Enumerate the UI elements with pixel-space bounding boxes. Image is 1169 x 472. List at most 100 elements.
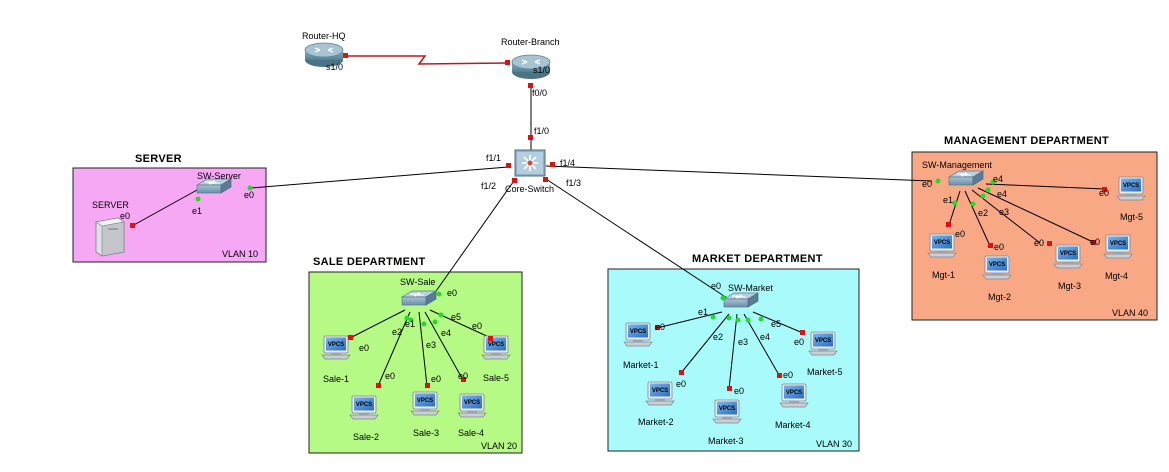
port-label: e5 [771, 319, 781, 329]
port-label: f0/0 [532, 88, 547, 98]
port-label: e0 [676, 379, 686, 389]
port-label: e0 [922, 179, 932, 189]
vlan-label-management: VLAN 40 [1112, 308, 1148, 318]
port-label: e4 [441, 328, 451, 338]
port-label: e0 [955, 229, 965, 239]
zone-title-sale: SALE DEPARTMENT [313, 256, 425, 268]
pc-market-5-label: Market-5 [807, 367, 843, 377]
pc-market-5[interactable]: VPCS [808, 331, 838, 356]
pc-sale-1-label: Sale-1 [323, 374, 349, 384]
core-switch-label: Core-Switch [505, 184, 554, 194]
pc-sale-2[interactable]: VPCS [349, 395, 379, 420]
pc-mgt-4-label: Mgt-4 [1105, 271, 1128, 281]
pc-mgt-4[interactable]: VPCS [1103, 234, 1133, 259]
port-label: s1/0 [533, 65, 550, 75]
pc-sale-1[interactable]: VPCS [321, 335, 351, 360]
vpcs-badge: VPCS [786, 390, 802, 396]
pc-mgt-3[interactable]: VPCS [1053, 244, 1083, 269]
vpcs-badge: VPCS [1123, 183, 1139, 189]
router-branch-label: Router-Branch [501, 37, 560, 47]
sw-management-label: SW-Management [922, 160, 992, 170]
server-label: SERVER [92, 200, 129, 210]
pc-market-4[interactable]: VPCS [779, 383, 809, 408]
port-label: e2 [392, 327, 402, 337]
core-switch[interactable] [514, 149, 546, 177]
port-label: e3 [426, 340, 436, 350]
pc-sale-4-label: Sale-4 [458, 428, 484, 438]
pc-mgt-5[interactable]: VPCS [1116, 176, 1146, 201]
port-label: e0 [244, 190, 254, 200]
vpcs-badge: VPCS [464, 400, 480, 406]
vpcs-badge: VPCS [815, 338, 831, 344]
port-label: e2 [713, 332, 723, 342]
vpcs-badge: VPCS [652, 388, 668, 394]
vpcs-badge: VPCS [719, 406, 735, 412]
server[interactable] [95, 217, 125, 257]
sw-market-label: SW-Market [728, 283, 773, 293]
port-labels: s1/0 s1/0 f0/0 f1/0 f1/1 f1/2 f1/4 f1/3 … [120, 62, 1109, 396]
zone-title-market: MARKET DEPARTMENT [692, 253, 823, 265]
port-label: e0 [1034, 238, 1044, 248]
port-label: e4 [997, 189, 1007, 199]
serial-link [347, 55, 509, 65]
pc-market-1-label: Market-1 [623, 360, 659, 370]
port-label: e3 [738, 337, 748, 347]
pc-sale-3[interactable]: VPCS [410, 391, 440, 416]
port-markers-red [130, 53, 1107, 391]
vlan-label-sale: VLAN 20 [481, 441, 517, 451]
vpcs-badge: VPCS [630, 329, 646, 335]
port-label: e0 [458, 371, 468, 381]
pc-sale-4[interactable]: VPCS [457, 393, 487, 418]
pc-mgt-5-label: Mgt-5 [1120, 212, 1143, 222]
port-label: f1/2 [481, 181, 496, 191]
port-label: e0 [655, 322, 665, 332]
port-label: e0 [1099, 188, 1109, 198]
sw-server-label: SW-Server [197, 171, 241, 181]
port-label: e0 [994, 242, 1004, 252]
port-label: e0 [734, 386, 744, 396]
pc-sale-5[interactable]: VPCS [481, 335, 511, 360]
pc-market-2[interactable]: VPCS [645, 381, 675, 406]
port-label: f1/1 [486, 153, 501, 163]
port-label: e1 [943, 195, 953, 205]
port-label: e3 [999, 207, 1009, 217]
vpcs-badge: VPCS [417, 398, 433, 404]
port-label: e0 [359, 343, 369, 353]
vpcs-badge: VPCS [934, 240, 950, 246]
port-label: e1 [698, 307, 708, 317]
vpcs-badge: VPCS [488, 342, 504, 348]
port-label: e4 [993, 174, 1003, 184]
port-label: e2 [978, 208, 988, 218]
pc-sale-2-label: Sale-2 [353, 432, 379, 442]
port-markers-green [195, 178, 996, 327]
port-label: e0 [120, 211, 130, 221]
pc-mgt-2-label: Mgt-2 [988, 292, 1011, 302]
pc-mgt-2[interactable]: VPCS [982, 255, 1012, 280]
port-label: e0 [472, 321, 482, 331]
pc-market-4-label: Market-4 [775, 420, 811, 430]
vlan-label-market: VLAN 30 [816, 439, 852, 449]
port-label: e5 [451, 312, 461, 322]
pc-market-3-label: Market-3 [708, 436, 744, 446]
router-hq-label: Router-HQ [302, 31, 346, 41]
vpcs-badge: VPCS [356, 402, 372, 408]
port-label: e0 [431, 374, 441, 384]
vpcs-badge: VPCS [1110, 241, 1126, 247]
pc-market-1[interactable]: VPCS [623, 322, 653, 347]
pc-mgt-3-label: Mgt-3 [1058, 281, 1081, 291]
pc-mgt-1-label: Mgt-1 [932, 270, 955, 280]
port-label: f1/3 [566, 178, 581, 188]
port-label: e1 [405, 319, 415, 329]
port-label: e0 [1090, 237, 1100, 247]
vpcs-badge: VPCS [1060, 251, 1076, 257]
pc-mgt-1[interactable]: VPCS [927, 233, 957, 258]
pc-market-3[interactable]: VPCS [712, 399, 742, 424]
port-label: f1/4 [560, 158, 575, 168]
port-label: e0 [711, 281, 721, 291]
port-label: e1 [192, 206, 202, 216]
zone-title-server: SERVER [135, 153, 182, 165]
vlan-label-server: VLAN 10 [222, 249, 258, 259]
pc-market-2-label: Market-2 [638, 417, 674, 427]
